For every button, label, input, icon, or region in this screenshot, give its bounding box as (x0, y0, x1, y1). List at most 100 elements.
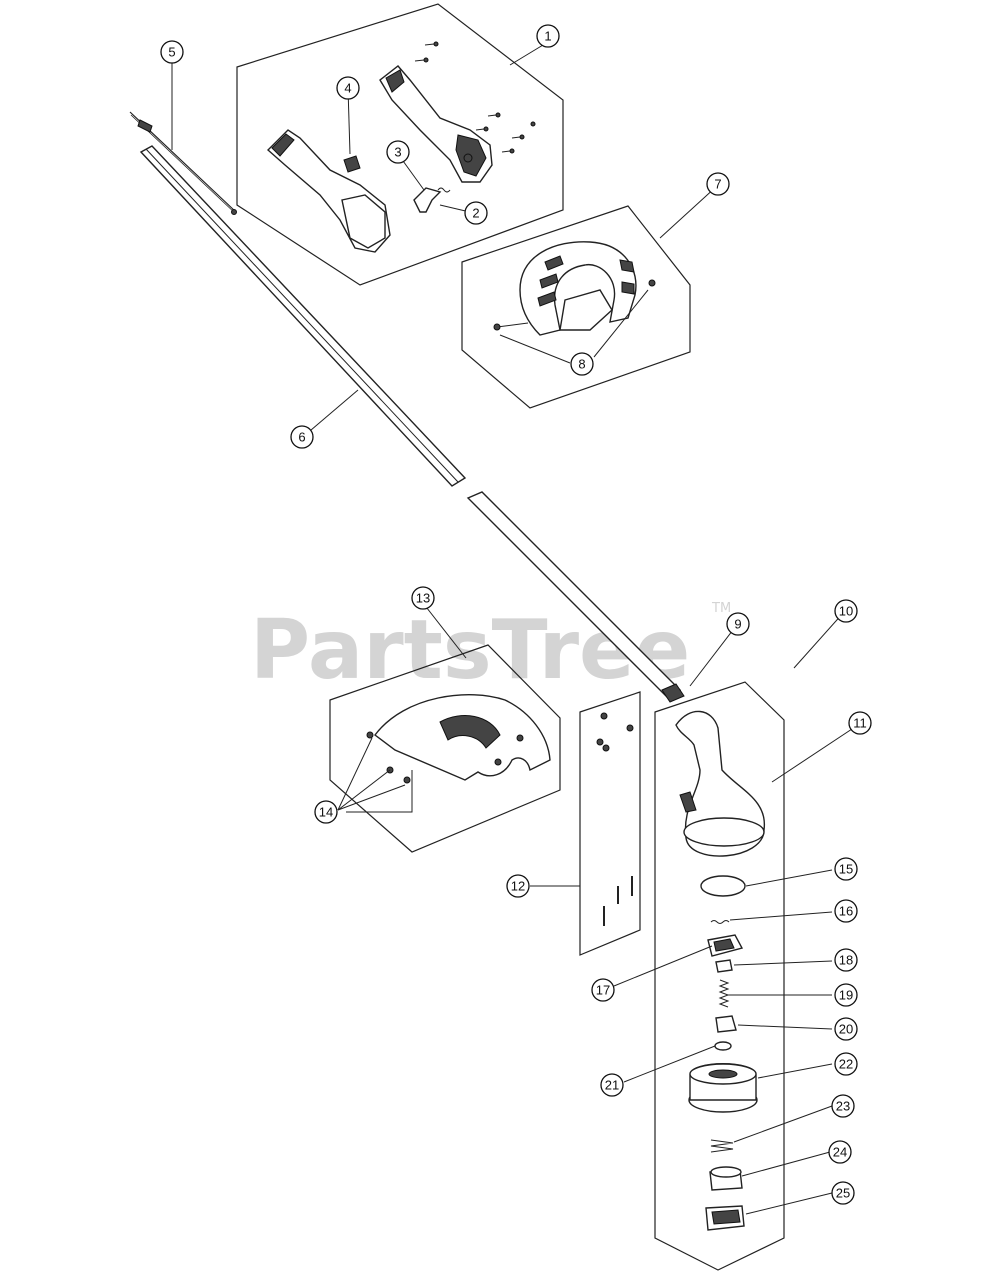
drive-cable (129, 111, 237, 215)
callout-20: 20 (834, 1017, 858, 1041)
callout-circle (464, 201, 488, 225)
leader-lines (171, 41, 859, 1215)
callout-label: 19 (839, 988, 853, 1003)
lower-shaft-tube (466, 491, 685, 703)
callout-circle (726, 612, 750, 636)
callout-label: 15 (839, 862, 853, 877)
gear-head-housing (675, 710, 765, 857)
callout-circle (831, 1181, 855, 1205)
callout-12: 12 (506, 874, 530, 898)
callout-label: 2 (472, 206, 479, 221)
guard (366, 694, 551, 784)
bracket-group-box (579, 691, 641, 956)
callout-circle (834, 1052, 858, 1076)
callout-circle (160, 40, 184, 64)
callout-19: 19 (834, 983, 858, 1007)
callout-label: 12 (511, 879, 525, 894)
callout-3: 3 (386, 140, 410, 164)
callout-circle (848, 711, 872, 735)
callout-label: 4 (344, 81, 351, 96)
callout-label: 10 (839, 604, 853, 619)
callout-label: 11 (853, 716, 867, 731)
callout-circle (386, 140, 410, 164)
callout-label: 17 (596, 983, 610, 998)
callout-circle (834, 1017, 858, 1041)
spring (718, 979, 730, 1008)
callout-22: 22 (834, 1052, 858, 1076)
handle-group-box (236, 3, 564, 286)
callout-circle (831, 1094, 855, 1118)
callout-5: 5 (160, 40, 184, 64)
callout-25: 25 (831, 1181, 855, 1205)
callout-14: 14 (314, 800, 338, 824)
handle-upper-housing (379, 65, 493, 183)
callout-1: 1 (536, 24, 560, 48)
callout-11: 11 (848, 711, 872, 735)
callout-circle (570, 352, 594, 376)
callout-label: 1 (544, 29, 551, 44)
upper-shaft-tube (139, 145, 467, 487)
callout-circle (834, 983, 858, 1007)
callout-24: 24 (828, 1140, 852, 1164)
callout-16: 16 (834, 899, 858, 923)
callout-circle (591, 978, 615, 1002)
callout-21: 21 (600, 1073, 624, 1097)
switch-part (343, 155, 361, 173)
watermark-trademark: TM (711, 601, 731, 616)
callout-label: 23 (836, 1099, 850, 1114)
drive-hub (707, 934, 744, 957)
callout-circle (834, 857, 858, 881)
bracket-screws (596, 712, 634, 926)
washer-small (714, 1041, 732, 1051)
callout-label: 3 (394, 145, 401, 160)
callout-label: 6 (298, 430, 305, 445)
callout-label: 24 (833, 1145, 847, 1160)
callout-label: 20 (839, 1022, 853, 1037)
handle-screws (414, 41, 536, 154)
callout-17: 17 (591, 978, 615, 1002)
callout-label: 16 (839, 904, 853, 919)
callout-label: 18 (839, 953, 853, 968)
callout-circle (834, 599, 858, 623)
callout-label: 14 (319, 805, 333, 820)
callout-label: 22 (839, 1057, 853, 1072)
callout-circle (834, 899, 858, 923)
spool (688, 1063, 758, 1113)
callout-8: 8 (570, 352, 594, 376)
retainer (715, 1015, 737, 1033)
callout-circle (336, 76, 360, 100)
watermark: PartsTree (250, 603, 690, 698)
spool-spring (710, 1139, 734, 1153)
callout-13: 13 (411, 586, 435, 610)
callout-circle (314, 800, 338, 824)
callout-circle (411, 586, 435, 610)
callout-18: 18 (834, 948, 858, 972)
callout-label: 9 (734, 617, 741, 632)
trigger-spring (437, 187, 451, 193)
callout-9: 9 (726, 612, 750, 636)
assist-handle-group-box (461, 205, 691, 409)
callout-2: 2 (464, 201, 488, 225)
callout-circle (290, 425, 314, 449)
callout-label: 7 (714, 177, 721, 192)
callout-label: 21 (605, 1078, 619, 1093)
spool-nut (705, 1205, 745, 1231)
callout-label: 25 (836, 1186, 850, 1201)
washer (710, 920, 730, 924)
nut-small (715, 959, 733, 973)
callout-7: 7 (706, 172, 730, 196)
guard-group-box (329, 644, 561, 853)
assist-handle (493, 241, 656, 336)
callout-circle (600, 1073, 624, 1097)
trigger-part (413, 187, 442, 213)
callout-group: 1234567891011121314151617181920212223242… (160, 24, 872, 1205)
callout-label: 13 (416, 591, 430, 606)
callout-circle (834, 948, 858, 972)
callout-circle (536, 24, 560, 48)
callout-23: 23 (831, 1094, 855, 1118)
callout-circle (706, 172, 730, 196)
callout-6: 6 (290, 425, 314, 449)
callout-4: 4 (336, 76, 360, 100)
